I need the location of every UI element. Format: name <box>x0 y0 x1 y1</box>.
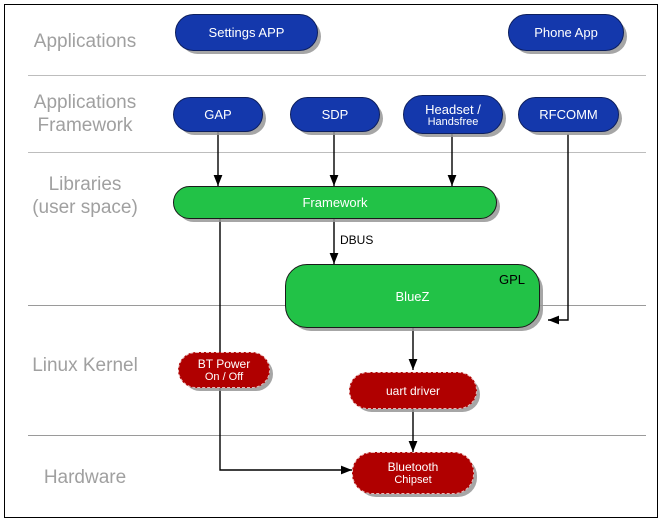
edge-label-dbus: DBUS <box>340 233 374 247</box>
node-bluetooth-chipset[interactable]: Bluetooth Chipset <box>352 452 474 494</box>
node-settings-app[interactable]: Settings APP <box>175 14 318 51</box>
node-phone-app[interactable]: Phone App <box>508 14 624 51</box>
node-gap-label: GAP <box>204 107 232 122</box>
layer-label-linux-kernel: Linux Kernel <box>32 355 138 376</box>
node-bluez-license-tag: GPL <box>498 272 525 287</box>
edge-rfcomm-to-bluez <box>548 134 569 325</box>
diagram-frame <box>4 4 658 518</box>
layer-label-applications: Applications <box>33 31 137 52</box>
node-sdp[interactable]: SDP <box>290 97 380 132</box>
separator-linux-kernel <box>28 435 646 436</box>
node-bluetooth-chipset-sublabel: Chipset <box>394 474 432 486</box>
node-rfcomm[interactable]: RFCOMM <box>518 97 619 132</box>
node-bluez[interactable]: GPL BlueZ <box>285 264 540 328</box>
layer-label-applications-framework: Applications Framework <box>33 92 137 136</box>
separator-applications-framework <box>28 152 646 153</box>
node-gap[interactable]: GAP <box>173 97 263 132</box>
node-bluez-label: BlueZ <box>395 288 430 304</box>
node-headset-handsfree-label: Headset / <box>425 101 481 117</box>
node-bt-power-sublabel: On / Off <box>204 371 244 383</box>
node-phone-app-label: Phone App <box>534 25 598 40</box>
node-framework-label: Framework <box>302 195 368 210</box>
separator-applications <box>28 75 646 76</box>
node-uart-driver-label: uart driver <box>385 383 441 398</box>
layer-label-libraries: Libraries (user space) <box>32 174 138 218</box>
node-bt-power[interactable]: BT Power On / Off <box>178 352 270 388</box>
node-rfcomm-label: RFCOMM <box>539 107 598 122</box>
node-uart-driver[interactable]: uart driver <box>349 372 477 409</box>
node-settings-app-label: Settings APP <box>208 25 285 40</box>
edge-framework-to-chipset <box>219 218 352 475</box>
node-bt-power-label: BT Power <box>197 357 251 371</box>
node-bluetooth-chipset-label: Bluetooth <box>387 460 439 474</box>
node-headset-handsfree[interactable]: Headset / Handsfree <box>403 95 503 134</box>
node-sdp-label: SDP <box>321 107 349 122</box>
layer-label-hardware: Hardware <box>43 467 127 488</box>
node-framework[interactable]: Framework <box>173 186 497 219</box>
node-headset-handsfree-sublabel: Handsfree <box>427 115 479 128</box>
